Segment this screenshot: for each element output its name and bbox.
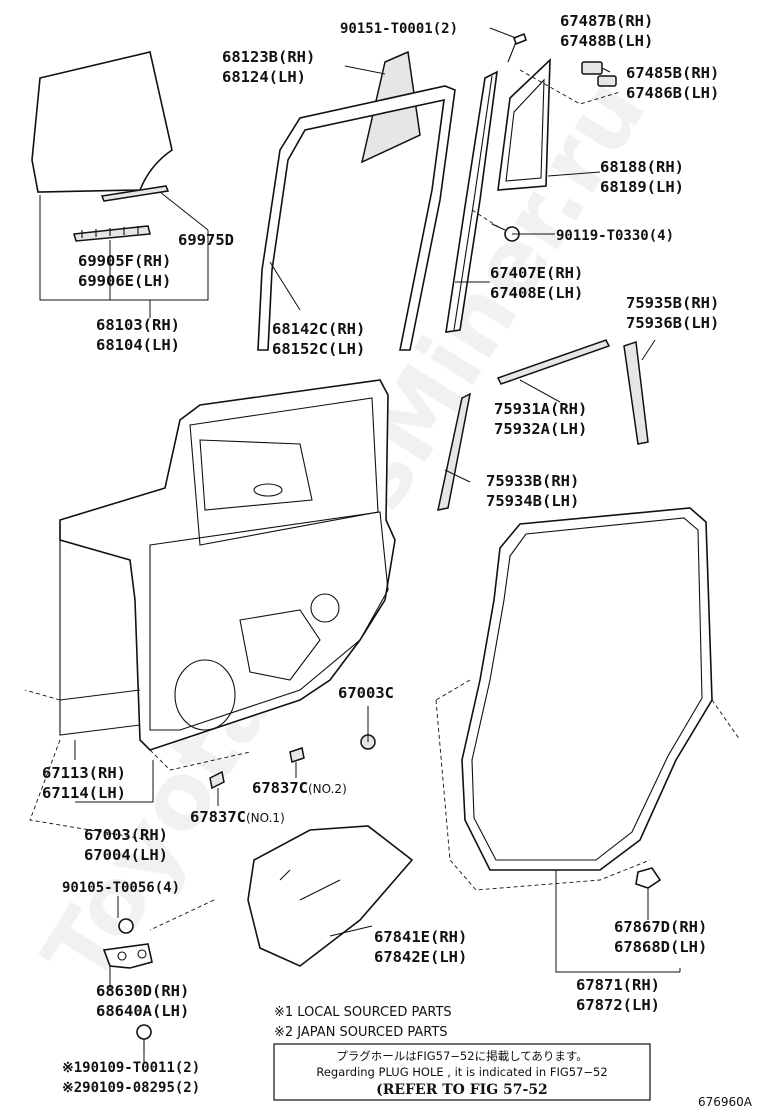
label-door-lh: 67004(LH) — [84, 846, 168, 864]
label-quarter-glass-lh: 68189(LH) — [600, 178, 684, 196]
glass-run-frame — [257, 85, 456, 351]
label-weatherstrip-rh: 67871(RH) — [576, 976, 660, 994]
label-clip-weather-rh: 67867D(RH) — [614, 918, 707, 936]
label-bolt-top: 90151-T0001(2) — [340, 21, 458, 37]
clip-no2 — [289, 747, 305, 763]
label-bolt-note1: ※190109-T0011(2) — [62, 1060, 200, 1076]
label-glass-lh: 68104(LH) — [96, 336, 180, 354]
glass-pad — [100, 185, 170, 202]
door-hinge — [102, 918, 153, 1052]
pillar-garnish — [437, 392, 472, 511]
label-run-lh: 68152C(LH) — [272, 340, 365, 358]
label-clip-no1: 67837C(NO.1) — [190, 808, 285, 826]
note-local-sourced: ※1 LOCAL SOURCED PARTS — [274, 1005, 452, 1020]
belt-molding — [496, 339, 611, 385]
reference-line-jp: プラグホールはFIG57−52に掲載してあります。 — [336, 1049, 587, 1063]
label-channel-rh: 69905F(RH) — [78, 252, 171, 270]
label-plug: 67003C — [338, 684, 394, 702]
label-clip-weather-lh: 67868D(LH) — [614, 938, 707, 956]
label-seal-top-rh: 67487B(RH) — [560, 12, 653, 30]
reference-line-fig: (REFER TO FIG 57-52 — [376, 1082, 548, 1098]
rear-door-panel — [59, 379, 396, 751]
label-bolt-note2: ※290109-08295(2) — [62, 1080, 200, 1096]
label-outer-seal-rh: 67113(RH) — [42, 764, 126, 782]
label-garnish-lh: 75934B(LH) — [486, 492, 579, 510]
label-hinge-rh: 68630D(RH) — [96, 982, 189, 1000]
label-bolt-mid: 90119-T0330(4) — [556, 228, 674, 244]
pillar-molding — [623, 340, 649, 445]
clip-no1 — [209, 770, 225, 790]
label-hinge-lh: 68640A(LH) — [96, 1002, 189, 1020]
note-japan-sourced: ※2 JAPAN SOURCED PARTS — [274, 1025, 448, 1040]
label-run-rh: 68142C(RH) — [272, 320, 365, 338]
label-molding-b-lh: 75936B(LH) — [626, 314, 719, 332]
service-hole-cover — [247, 825, 414, 967]
figure-number: 676960A — [698, 1095, 753, 1109]
dashed-guides — [24, 69, 741, 931]
label-seal-top-lh: 67488B(LH) — [560, 32, 653, 50]
reference-box: プラグホールはFIG57−52に掲載してあります。 Regarding PLUG… — [273, 1043, 651, 1101]
label-quarter-glass-rh: 68188(RH) — [600, 158, 684, 176]
door-weatherstrip — [461, 507, 713, 871]
label-garnish-rh: 75933B(RH) — [486, 472, 579, 490]
label-belt-rh: 75931A(RH) — [494, 400, 587, 418]
glass-channel — [73, 225, 151, 242]
label-bolt-hinge: 90105-T0056(4) — [62, 880, 180, 896]
label-molding-b-rh: 75935B(RH) — [626, 294, 719, 312]
label-glass-rh: 68103(RH) — [96, 316, 180, 334]
label-seal-cap-lh: 67486B(LH) — [626, 84, 719, 102]
label-glass-run-rh: 68123B(RH) — [222, 48, 315, 66]
label-service-hole-rh: 67841E(RH) — [374, 928, 467, 946]
leader-lines — [39, 27, 681, 1062]
weatherstrip-clip — [635, 867, 662, 889]
label-clip-no2: 67837C(NO.2) — [252, 779, 347, 797]
label-sash-rh: 67407E(RH) — [490, 264, 583, 282]
door-glass — [31, 51, 173, 193]
bolt-top — [507, 32, 527, 63]
door-sash — [445, 70, 498, 333]
label-weatherstrip-lh: 67872(LH) — [576, 996, 660, 1014]
label-seal-cap-rh: 67485B(RH) — [626, 64, 719, 82]
label-glass-run-lh: 68124(LH) — [222, 68, 306, 86]
label-service-hole-lh: 67842E(LH) — [374, 948, 467, 966]
reference-line-en: Regarding PLUG HOLE , it is indicated in… — [316, 1065, 607, 1079]
label-outer-seal-lh: 67114(LH) — [42, 784, 126, 802]
label-sash-lh: 67408E(LH) — [490, 284, 583, 302]
label-pad: 69975D — [178, 231, 234, 249]
label-belt-lh: 75932A(LH) — [494, 420, 587, 438]
label-channel-lh: 69906E(LH) — [78, 272, 171, 290]
label-door-rh: 67003(RH) — [84, 826, 168, 844]
quarter-glass — [497, 58, 551, 191]
